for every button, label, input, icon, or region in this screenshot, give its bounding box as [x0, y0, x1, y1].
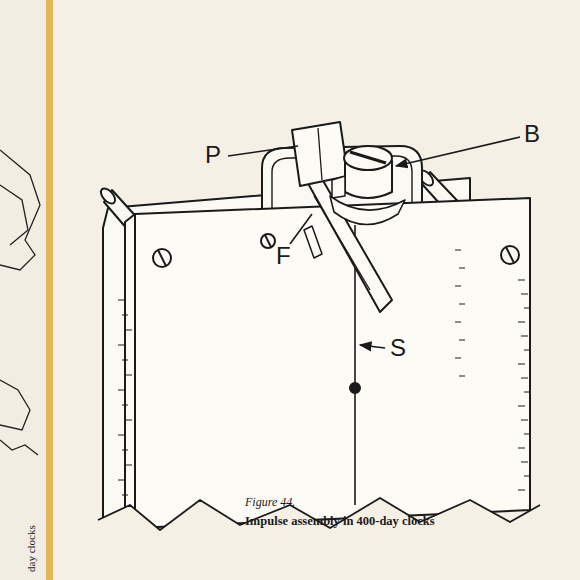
block-screw	[332, 176, 345, 198]
fork-tine	[304, 226, 322, 258]
shade-stroke	[521, 336, 528, 337]
block-base	[330, 196, 405, 225]
pallet-plate	[292, 122, 348, 186]
shade-stroke	[122, 315, 128, 316]
pallet-slot	[318, 128, 322, 180]
shade-stroke	[118, 390, 124, 391]
shade-stroke	[518, 448, 525, 449]
part-letter: P	[205, 143, 221, 167]
shade-stroke	[118, 300, 124, 301]
shade-stroke	[521, 378, 528, 379]
plate-edge	[134, 214, 136, 528]
shade-stroke	[521, 462, 528, 463]
screw	[153, 249, 171, 267]
leaders	[228, 137, 520, 348]
shade-stroke	[122, 360, 128, 361]
clock-movement	[98, 122, 540, 580]
shading	[118, 250, 531, 495]
leader-arrow	[360, 345, 385, 348]
shade-stroke	[459, 268, 465, 269]
shade-stroke	[459, 376, 465, 377]
part-letter: B	[524, 122, 540, 146]
shade-stroke	[455, 322, 461, 323]
part-letter: S	[390, 336, 406, 360]
shade-stroke	[518, 322, 525, 323]
left-figure	[0, 150, 40, 455]
shade-stroke	[521, 420, 528, 421]
shade-stroke	[122, 405, 128, 406]
shade-stroke	[126, 330, 132, 331]
tear-mask	[98, 498, 540, 580]
running-head: day clocks	[26, 525, 37, 572]
shade-stroke	[126, 465, 132, 466]
shade-stroke	[118, 435, 124, 436]
screw	[261, 234, 275, 248]
pillar-end	[98, 186, 117, 206]
shade-stroke	[459, 304, 465, 305]
leader-arrow	[396, 137, 520, 166]
block-top	[344, 146, 392, 170]
shade-stroke	[524, 350, 531, 351]
screw-slot	[158, 250, 166, 266]
shade-stroke	[118, 345, 124, 346]
shade-stroke	[518, 490, 525, 491]
shade-stroke	[126, 420, 132, 421]
shade-stroke	[118, 480, 124, 481]
part-letter: F	[276, 244, 291, 268]
leader-line	[228, 146, 298, 156]
pivot-hole	[350, 383, 360, 393]
screw-slot	[265, 235, 271, 247]
screw	[501, 246, 519, 264]
shade-stroke	[122, 450, 128, 451]
shade-stroke	[126, 375, 132, 376]
shade-stroke	[524, 392, 531, 393]
shade-stroke	[455, 250, 461, 251]
front-plate	[125, 198, 530, 528]
shade-stroke	[524, 434, 531, 435]
figure-caption: Impulse assembly in 400-day clocks	[245, 514, 435, 529]
shade-stroke	[455, 358, 461, 359]
block-slot	[350, 152, 386, 163]
shade-stroke	[122, 495, 128, 496]
shade-stroke	[524, 476, 531, 477]
shade-stroke	[524, 308, 531, 309]
shade-stroke	[521, 294, 528, 295]
tear-line	[98, 498, 540, 530]
shade-stroke	[518, 280, 525, 281]
page-edge	[46, 0, 53, 580]
leader-line	[290, 214, 312, 244]
shade-stroke	[518, 364, 525, 365]
figure-number: Figure 44.	[245, 496, 295, 508]
screw-slot	[506, 247, 514, 263]
shade-stroke	[455, 286, 461, 287]
shade-stroke	[459, 340, 465, 341]
shade-stroke	[518, 406, 525, 407]
left-page	[0, 0, 50, 580]
